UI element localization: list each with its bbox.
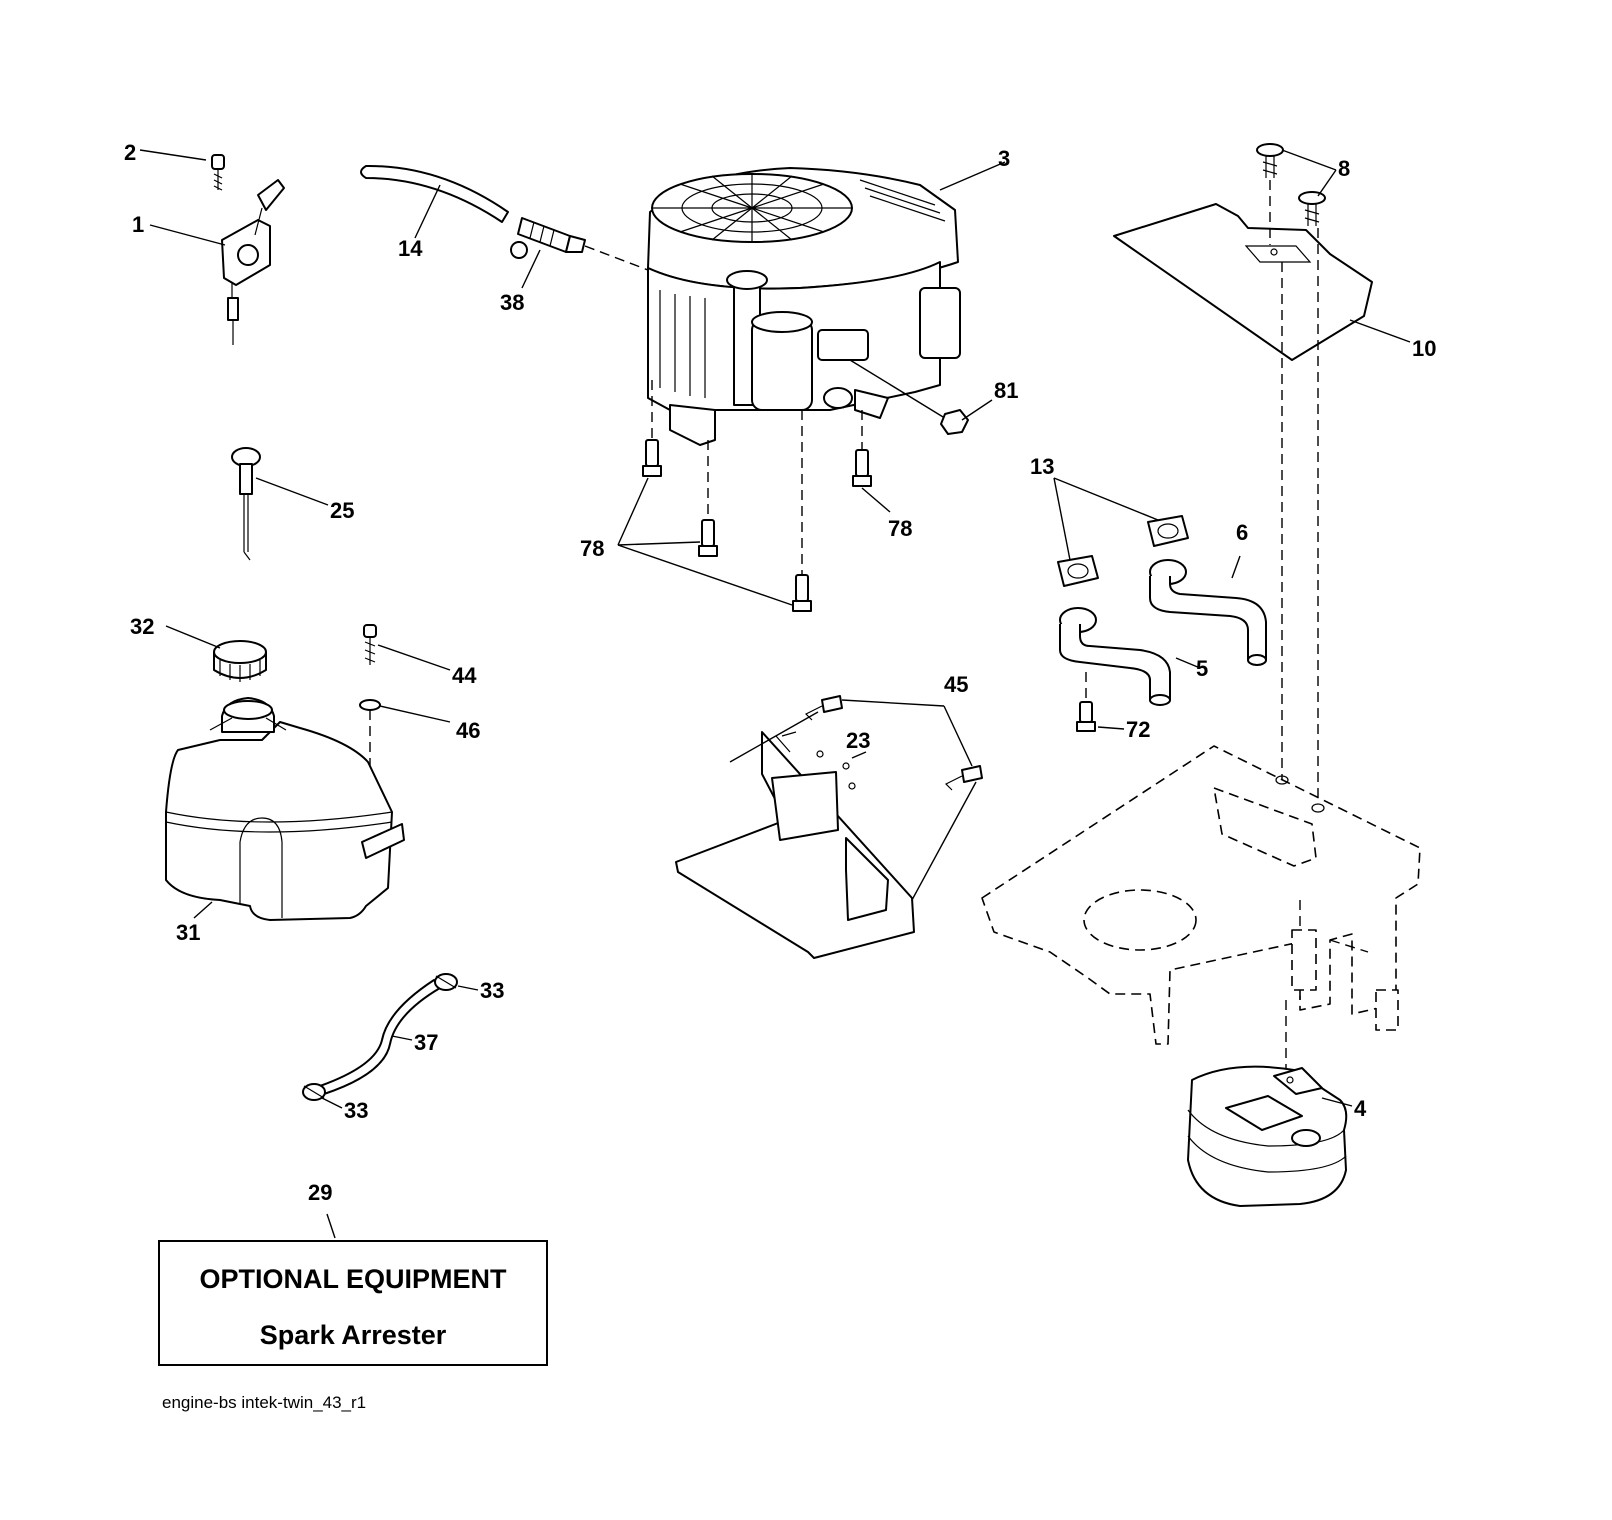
fuel-cap: [213, 640, 267, 682]
shield-bolts: [1256, 143, 1326, 226]
engine-bolts: [642, 380, 872, 612]
heat-shield: [675, 731, 915, 959]
hose-clamp-top: [434, 973, 458, 991]
exhaust-gaskets: [1057, 515, 1189, 587]
dipstick: [231, 447, 261, 561]
fuel-tank: [165, 697, 405, 921]
callout-13: 13: [1030, 454, 1054, 479]
optional-equipment-subtitle: Spark Arrester: [259, 1320, 447, 1350]
fuel-line: [360, 164, 509, 223]
callout-33-bottom: 33: [344, 1098, 368, 1123]
callout-72: 72: [1126, 717, 1150, 742]
exhaust-pipe-6: [1149, 559, 1267, 666]
callout-6: 6: [1236, 520, 1248, 545]
optional-equipment-box: OPTIONAL EQUIPMENT Spark Arrester: [158, 1240, 548, 1366]
callout-1: 1: [132, 212, 144, 237]
tank-screw: [363, 624, 377, 665]
callout-81: 81: [994, 378, 1018, 403]
callout-38: 38: [500, 290, 524, 315]
tank-washer: [359, 699, 381, 711]
callout-25: 25: [330, 498, 354, 523]
callout-8: 8: [1338, 156, 1350, 181]
callout-45: 45: [944, 672, 968, 697]
heat-shield-plate: [1113, 203, 1373, 361]
hose-clamp-bottom: [302, 1083, 326, 1101]
callout-37: 37: [414, 1030, 438, 1055]
callout-3: 3: [998, 146, 1010, 171]
callout-78-right: 78: [888, 516, 912, 541]
callout-2: 2: [124, 140, 136, 165]
frame-outline: [981, 745, 1421, 1045]
engine: [647, 167, 961, 446]
callout-4: 4: [1354, 1096, 1367, 1121]
throttle-control-assembly: [211, 154, 285, 345]
callout-23: 23: [846, 728, 870, 753]
callout-14: 14: [398, 236, 423, 261]
shield-screws: [804, 695, 983, 791]
fuel-filter: [510, 217, 586, 259]
callout-78-left: 78: [580, 536, 604, 561]
callout-29: 29: [308, 1180, 332, 1205]
exhaust-bolt: [1076, 701, 1096, 732]
drawing-id: engine-bs intek-twin_43_r1: [162, 1393, 367, 1412]
callout-10: 10: [1412, 336, 1436, 361]
optional-equipment-title: OPTIONAL EQUIPMENT: [199, 1264, 507, 1294]
callout-32: 32: [130, 614, 154, 639]
callout-33-top: 33: [480, 978, 504, 1003]
callout-31: 31: [176, 920, 200, 945]
muffler: [1187, 1065, 1348, 1207]
callout-5: 5: [1196, 656, 1208, 681]
callout-44: 44: [452, 663, 477, 688]
exhaust-pipe-5: [1059, 607, 1171, 706]
callout-46: 46: [456, 718, 480, 743]
